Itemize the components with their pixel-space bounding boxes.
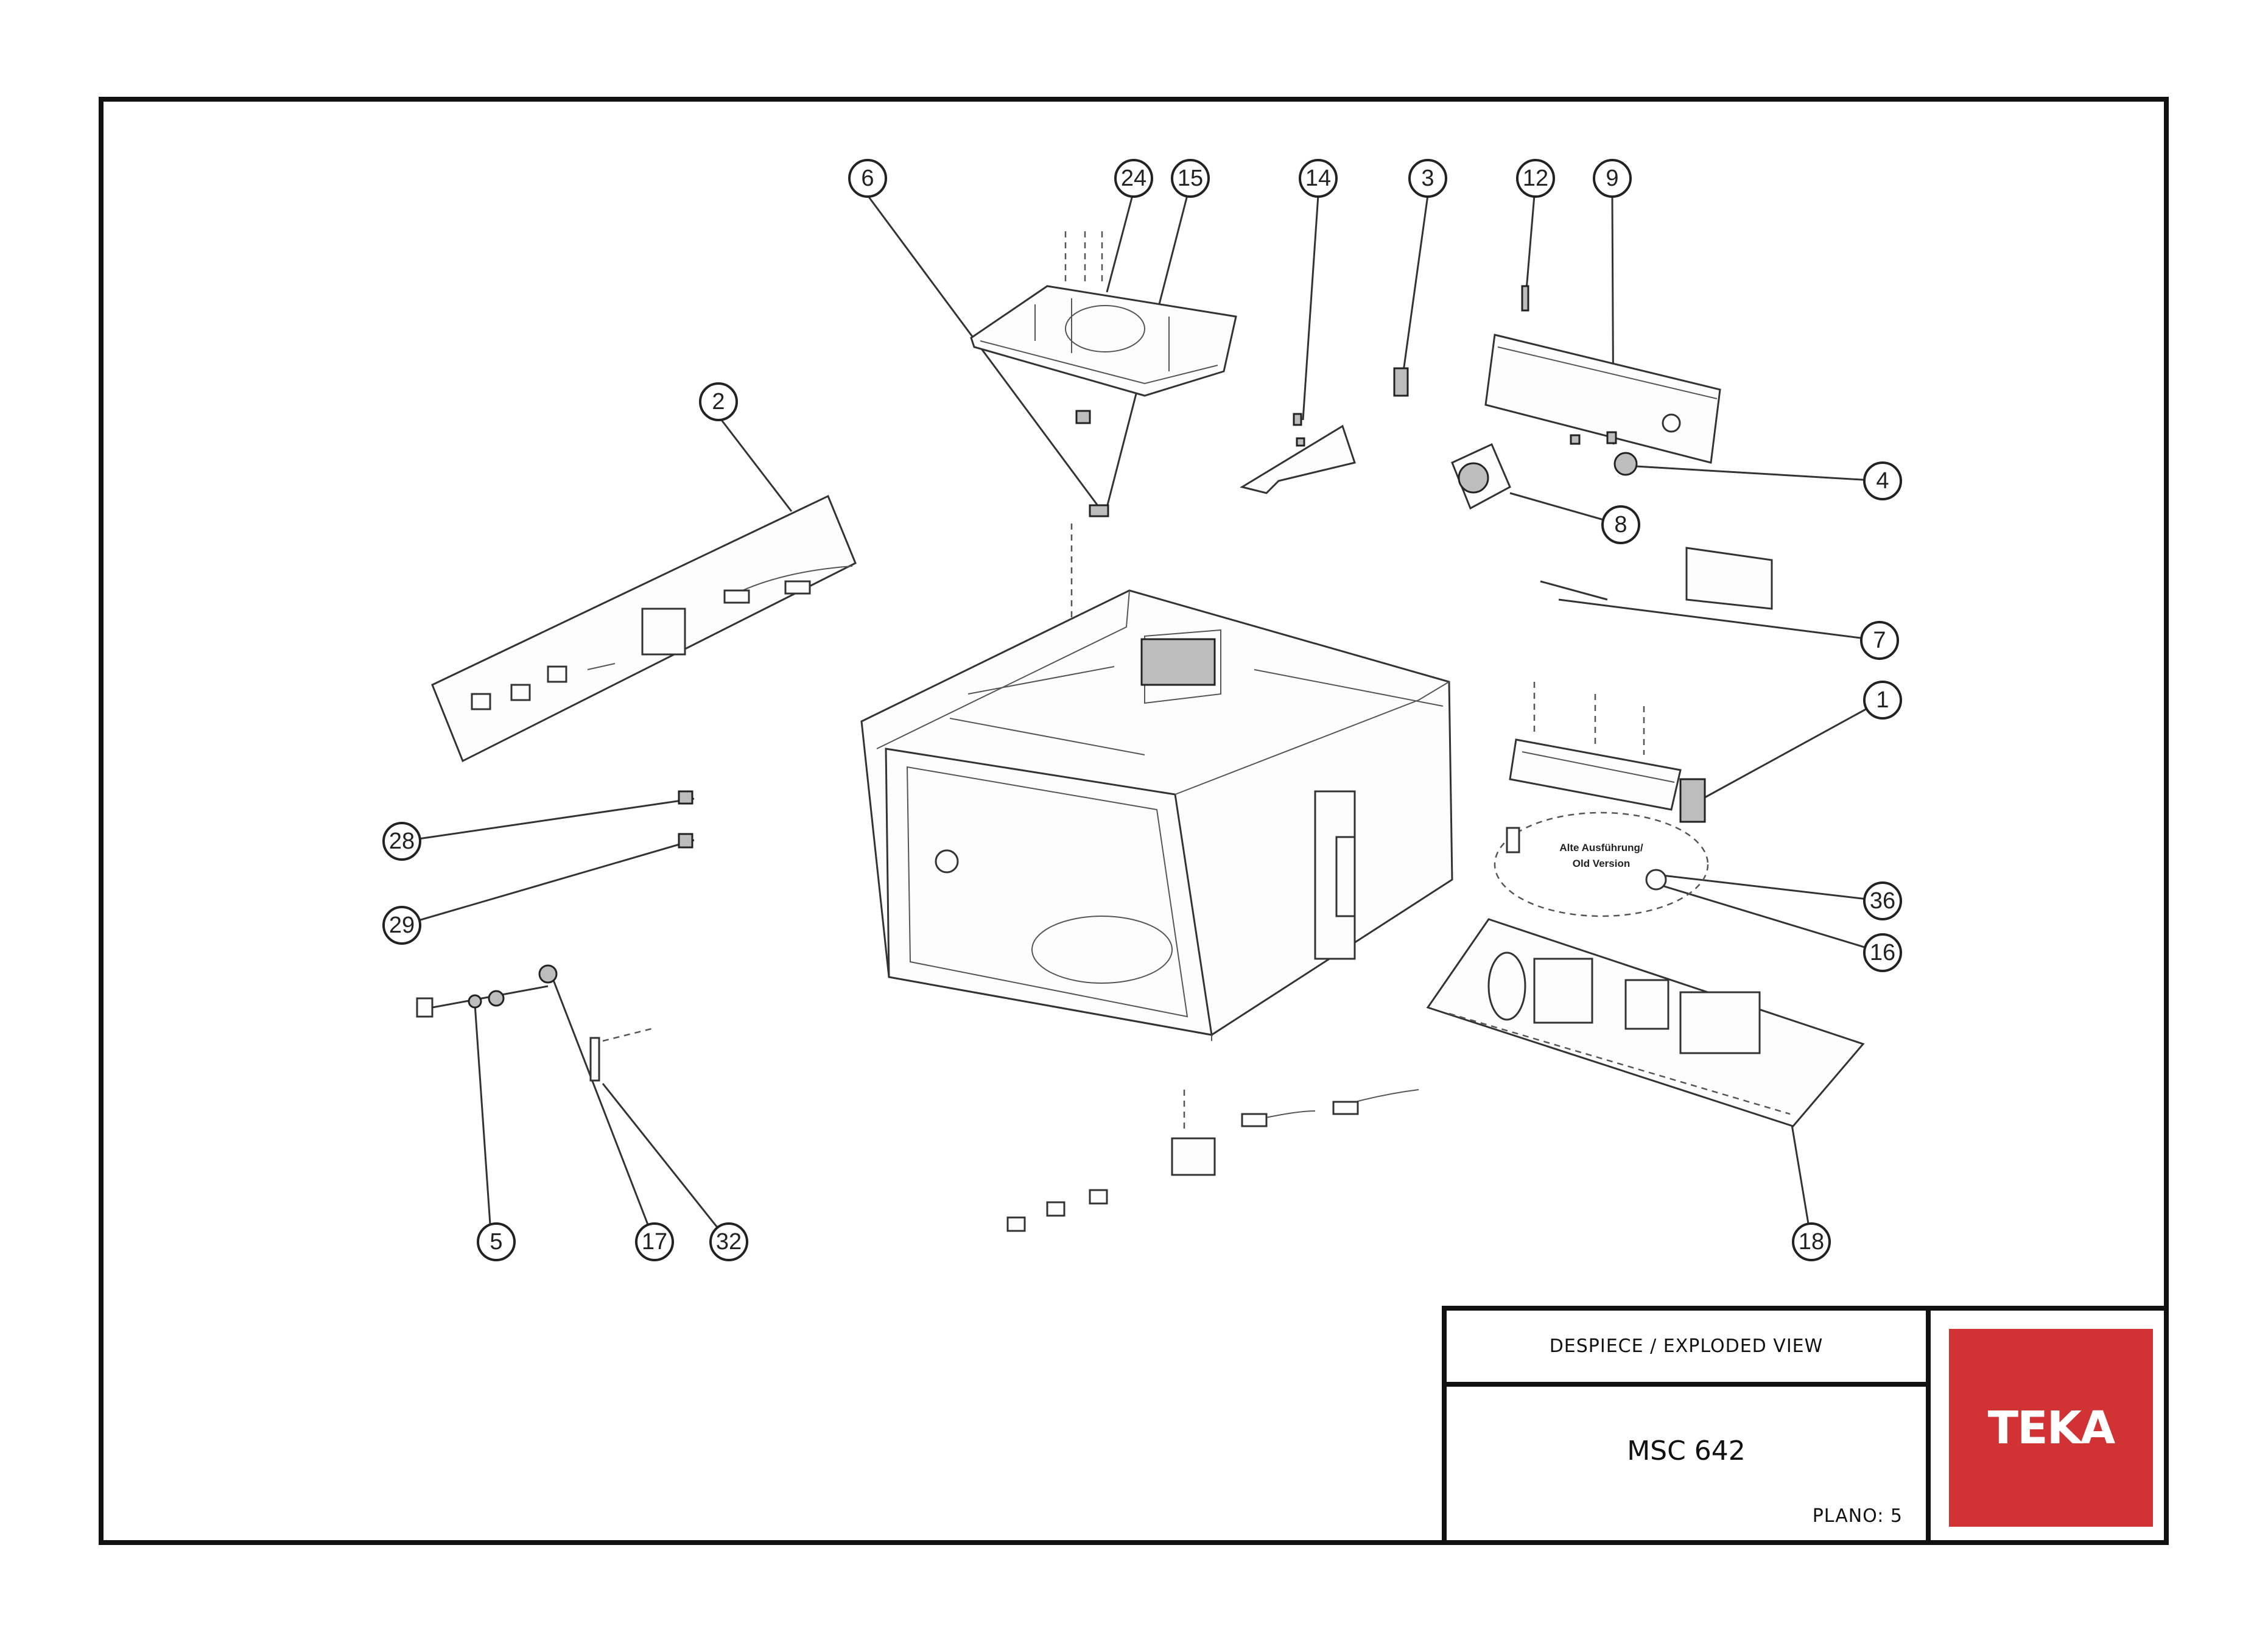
view-title: DESPIECE / EXPLODED VIEW: [1549, 1336, 1824, 1357]
callout-32: 32: [709, 1222, 748, 1261]
callout-label: 1: [1876, 687, 1889, 713]
old-version-note-line2: Old Version: [1573, 858, 1630, 869]
callout-4: 4: [1863, 461, 1902, 500]
callout-label: 15: [1178, 166, 1203, 191]
callout-label: 4: [1876, 468, 1889, 494]
callout-28: 28: [382, 822, 421, 861]
callout-label: 9: [1606, 166, 1618, 191]
callout-2: 2: [699, 382, 738, 421]
callout-label: 5: [490, 1229, 502, 1255]
callout-label: 8: [1614, 512, 1627, 538]
callout-label: 16: [1870, 940, 1895, 965]
callout-label: 7: [1873, 628, 1886, 653]
leader-lines: [401, 195, 1883, 1242]
teka-logo: TEKA: [1949, 1329, 2153, 1527]
callout-label: 32: [716, 1229, 742, 1255]
callout-29: 29: [382, 906, 421, 945]
top-cover-assembly: [970, 231, 1237, 670]
oven-cabinet: [860, 589, 1453, 1041]
callout-7: 7: [1860, 621, 1899, 660]
callout-label: 17: [642, 1229, 667, 1255]
brand-name: TEKA: [1987, 1401, 2116, 1454]
control-bracket: [1484, 285, 1721, 476]
callout-36: 36: [1863, 881, 1902, 920]
pin-assembly: [416, 964, 652, 1082]
bracket-14: [1240, 413, 1356, 494]
title-block-view-title: DESPIECE / EXPLODED VIEW: [1442, 1306, 1931, 1387]
part-28: [678, 790, 693, 805]
fan-assembly-18: [1426, 918, 1865, 1127]
callout-label: 36: [1870, 888, 1895, 914]
callout-12: 12: [1516, 159, 1555, 198]
callout-label: 24: [1121, 166, 1146, 191]
callout-17: 17: [635, 1222, 674, 1261]
title-block-logo: TEKA: [1926, 1306, 2169, 1545]
fan-motor-1: [1509, 682, 1706, 823]
switch-3: [1393, 367, 1409, 397]
callout-label: 3: [1421, 166, 1434, 191]
title-block-model: MSC 642 PLANO: 5: [1442, 1382, 1931, 1545]
callout-label: 14: [1305, 166, 1331, 191]
model-number: MSC 642: [1627, 1435, 1746, 1466]
old-version-note-line1: Alte Ausführung/: [1559, 842, 1643, 853]
old-version-group: Alte Ausführung/ Old Version: [1494, 811, 1709, 917]
callout-9: 9: [1593, 159, 1632, 198]
drawing-frame: [99, 97, 2169, 1545]
callout-6: 6: [848, 159, 887, 198]
callout-label: 29: [389, 913, 415, 938]
callout-24: 24: [1114, 159, 1153, 198]
callout-1: 1: [1863, 681, 1902, 720]
callout-bubbles: 6 24 15 14 3 12 9 2 4 8 7 1 28 29 36 16 …: [382, 159, 1902, 1261]
harness-2: [431, 494, 857, 763]
callout-14: 14: [1299, 159, 1338, 198]
motor-8: [1451, 443, 1511, 510]
callout-3: 3: [1408, 159, 1447, 198]
callout-label: 28: [389, 829, 415, 854]
callout-label: 6: [861, 166, 874, 191]
callout-18: 18: [1792, 1222, 1831, 1261]
callout-8: 8: [1601, 505, 1640, 544]
callout-label: 2: [712, 389, 725, 415]
bottom-harness: [1006, 1089, 1419, 1232]
plano-number: PLANO: 5: [1812, 1505, 1903, 1527]
callout-5: 5: [477, 1222, 516, 1261]
callout-label: 12: [1523, 166, 1548, 191]
callout-15: 15: [1171, 159, 1210, 198]
part-29: [678, 833, 693, 849]
callout-16: 16: [1863, 933, 1902, 972]
callout-label: 18: [1799, 1229, 1824, 1255]
wire-7: [1540, 547, 1773, 610]
